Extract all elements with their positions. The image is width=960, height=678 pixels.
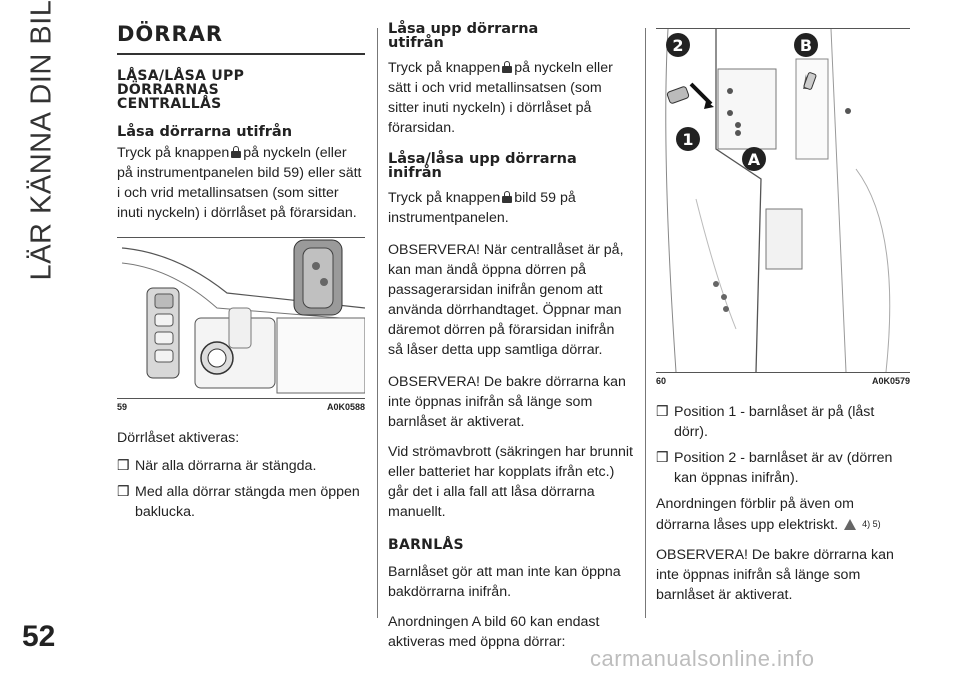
lock-icon	[231, 146, 242, 158]
figure-number: 60	[656, 376, 667, 386]
subheading-unlock-outside: Låsa upp dörrarna utifrån	[388, 21, 539, 51]
paragraph-note-rear-child-lock: OBSERVERA! De bakre dörrarna kan inte öp…	[656, 547, 894, 603]
bullet-item: ❒Med alla dörrar stängda men öppen baklu…	[117, 484, 360, 520]
figure-60-caption: 60 A0K0579	[656, 373, 910, 386]
chapter-title-text: LÄR KÄNNA DIN BIL	[25, 0, 58, 281]
paragraph-child-lock: Barnlåset gör att man inte kan öppna bak…	[388, 564, 621, 600]
warning-triangle-icon	[844, 519, 857, 530]
subheading-lock-outside: Låsa dörrarna utifrån	[117, 124, 293, 140]
page-number: 52	[22, 620, 56, 653]
bullet-item: ❒Position 2 - barnlåset är av (dörren ka…	[656, 450, 893, 486]
figure-number: 59	[117, 402, 128, 412]
callout-a: A	[748, 150, 761, 169]
bullet-item: ❒Position 1 - barnlåset är på (låst dörr…	[656, 404, 875, 440]
column-divider	[645, 28, 646, 618]
callout-1: 1	[682, 130, 693, 149]
callout-b: B	[800, 36, 812, 55]
bullet-item: ❒När alla dörrarna är stängda.	[117, 458, 317, 474]
subheading-lock-inside: Låsa/låsa upp dörrarna inifrån	[388, 151, 577, 181]
column-left: DÖRRAR LÅSA/LÅSA UPP DÖRRARNAS CENTRALLÅ…	[117, 22, 366, 532]
watermark: carmanualsonline.info	[590, 646, 815, 671]
column-middle: Låsa upp dörrarna utifrån Tryck på knapp…	[388, 22, 633, 662]
lock-icon	[502, 61, 513, 73]
page-title: DÖRRAR	[117, 22, 224, 46]
column-divider	[377, 28, 378, 618]
section-heading-child-lock: BARNLÅS	[388, 537, 464, 553]
column-right: 2 B 1 A 60 A0K0579 ❒Position 1 - barnlås…	[656, 22, 910, 615]
callout-2: 2	[672, 36, 683, 55]
paragraph-note-passenger: OBSERVERA! När centrallåset är på, kan m…	[388, 242, 624, 358]
paragraph-electric-unlock: Anordningen förblir på även om dörrarna …	[656, 496, 881, 533]
lock-icon	[502, 191, 513, 203]
figure-60: 2 B 1 A	[656, 28, 910, 373]
footnote-refs: 4) 5)	[862, 519, 881, 529]
paragraph-device-a: Anordningen A bild 60 kan endast aktiver…	[388, 614, 600, 650]
figure-59	[117, 237, 366, 399]
figure-code: A0K0588	[326, 402, 365, 412]
paragraph-power-failure: Vid strömavbrott (säkringen har brunnit …	[388, 444, 633, 520]
chapter-side-title: LÄR KÄNNA DIN BIL	[22, 0, 62, 280]
paragraph-lock-activated: Dörrlåset aktiveras:	[117, 430, 240, 446]
dashboard-key-illustration	[117, 238, 366, 398]
section-heading-central-lock: LÅSA/LÅSA UPP DÖRRARNAS CENTRALLÅS	[117, 68, 245, 112]
title-rule	[117, 53, 365, 55]
paragraph-note-rear: OBSERVERA! De bakre dörrarna kan inte öp…	[388, 374, 626, 430]
door-child-lock-illustration: 2 B 1 A	[656, 28, 910, 373]
figure-code: A0K0579	[871, 376, 910, 386]
figure-59-caption: 59 A0K0588	[117, 399, 365, 412]
